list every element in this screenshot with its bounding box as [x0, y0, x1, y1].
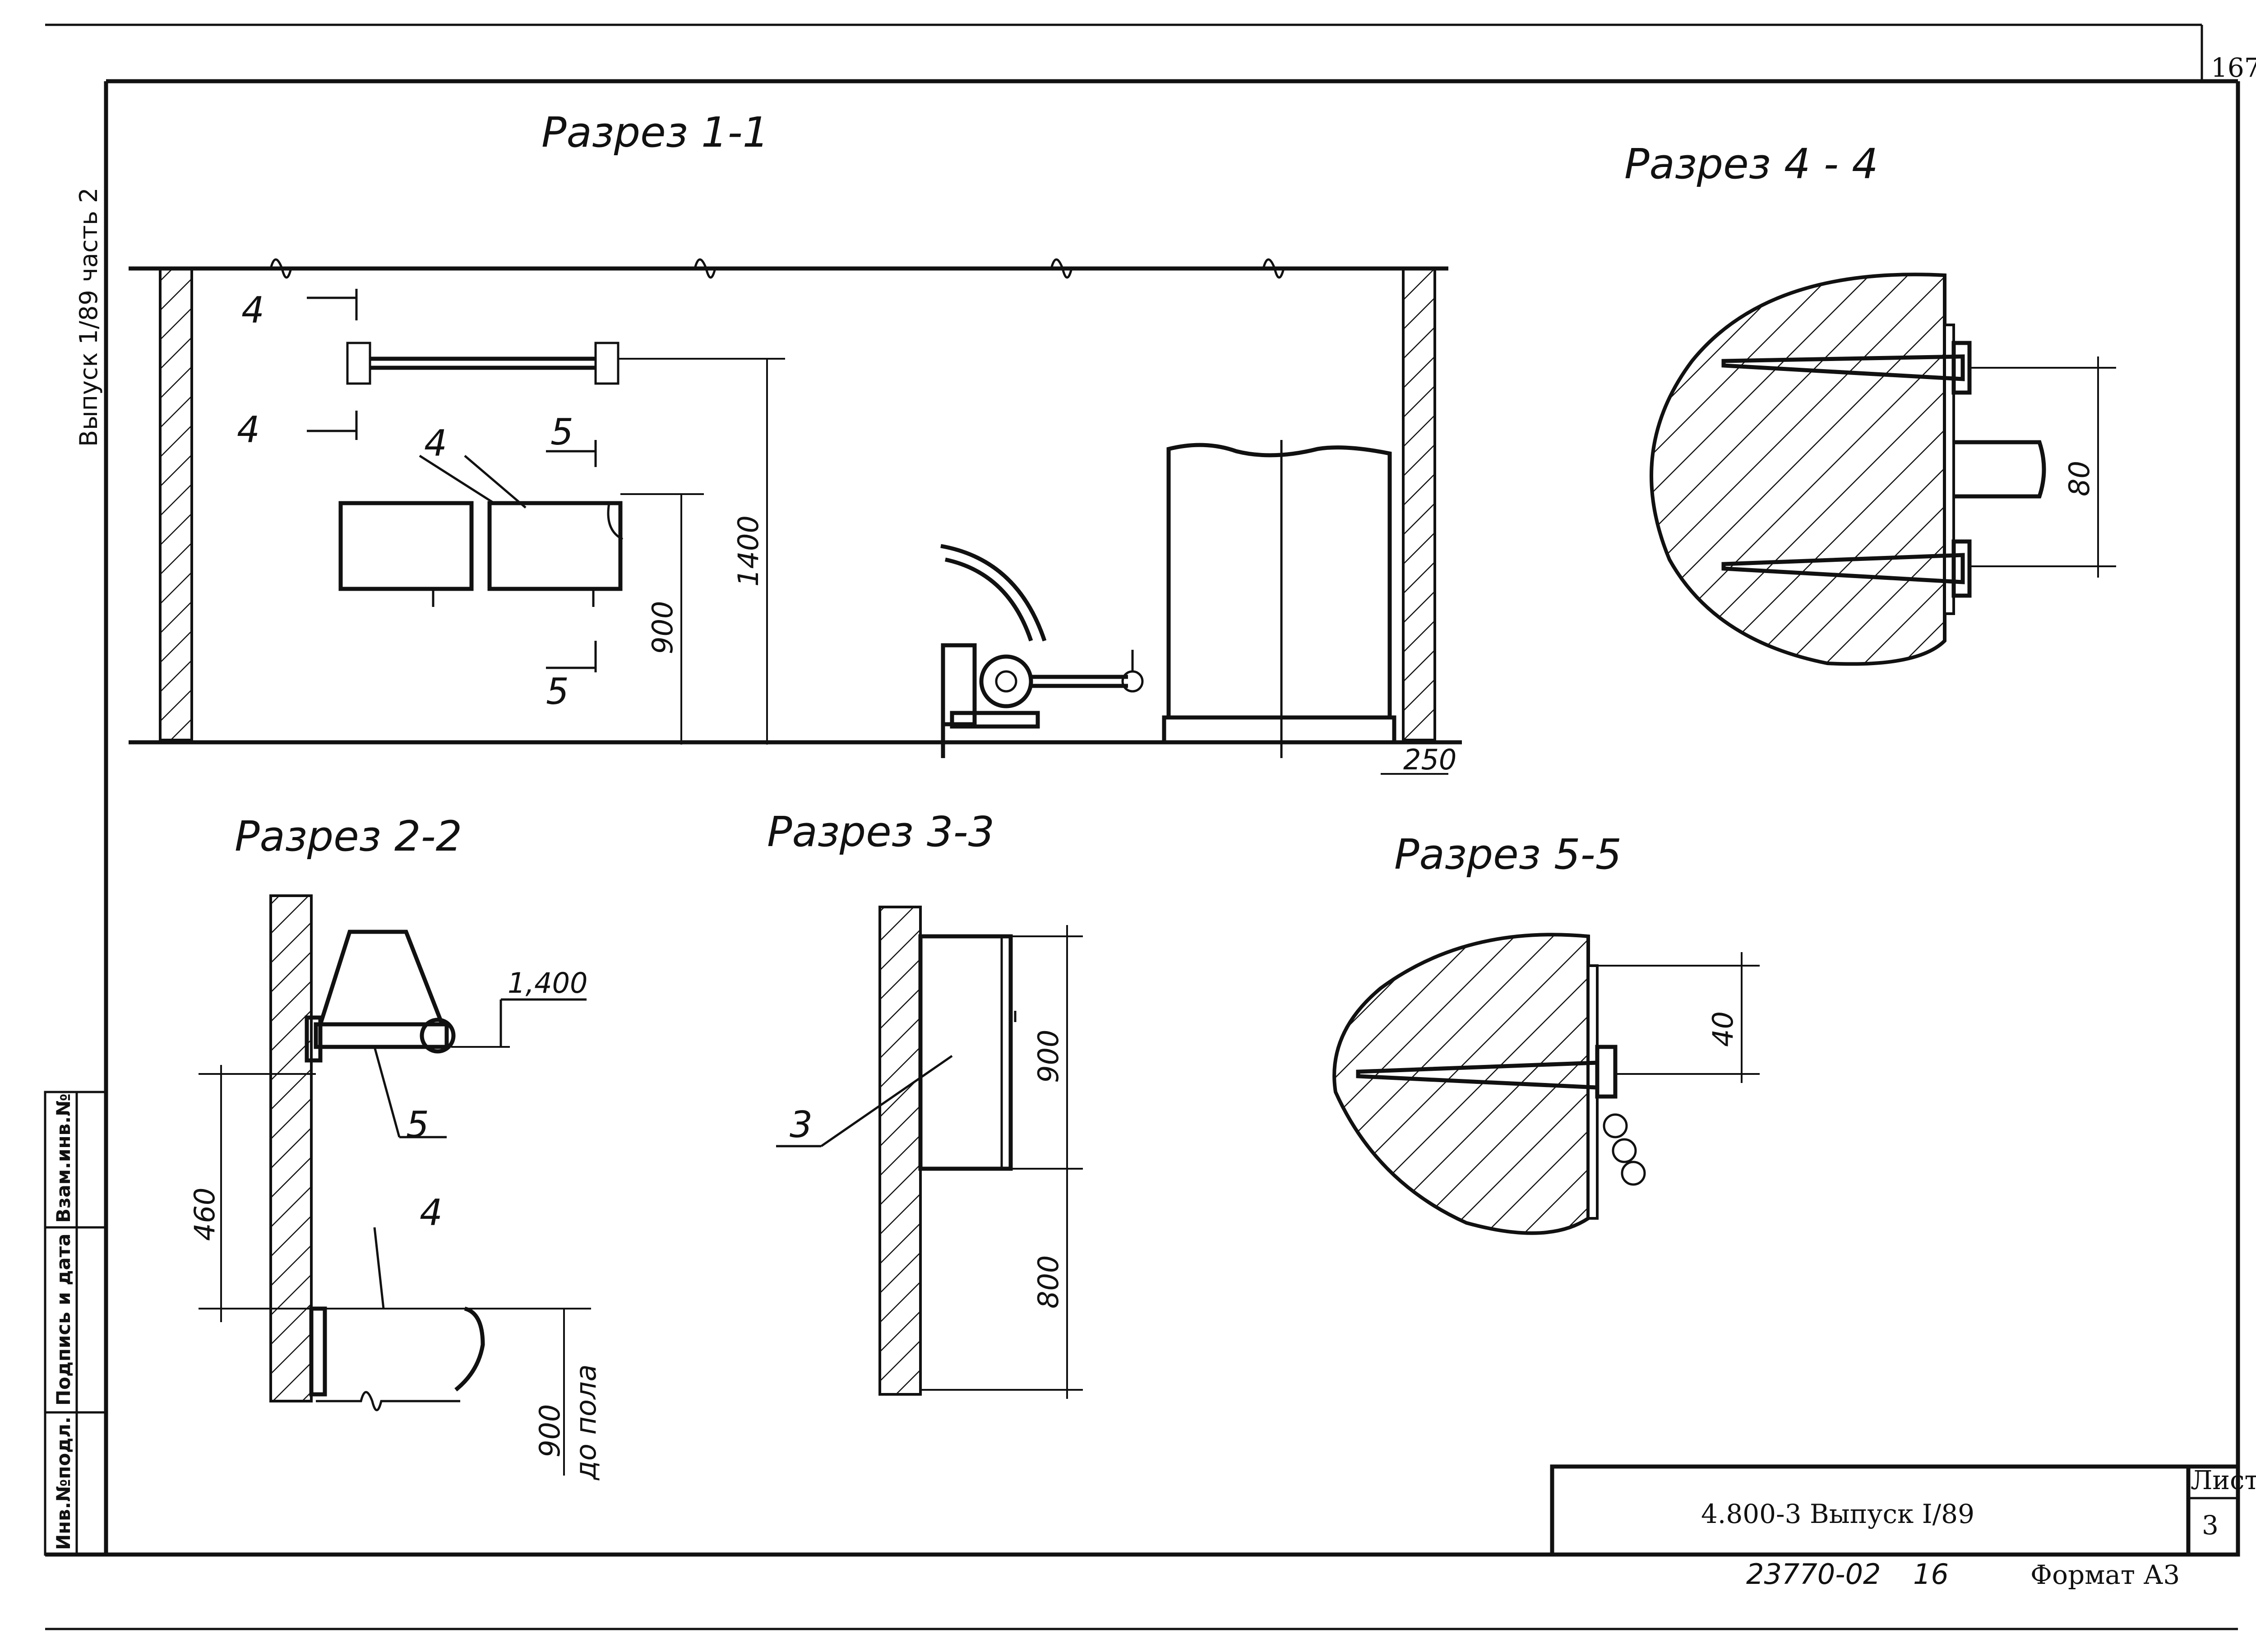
- cut-4-bottom: 4: [237, 409, 260, 451]
- section-4-4-drawing: [1650, 273, 2116, 666]
- sheet-label: Лист: [2191, 1465, 2256, 1495]
- title-block-code: 4.800-3 Выпуск I/89: [1701, 1499, 1974, 1529]
- archive-sheet: 16: [1913, 1558, 1949, 1591]
- sheet-frame: [45, 23, 2240, 1630]
- cut-5-bottom: 5: [546, 671, 569, 713]
- to-floor-label: до пола: [569, 1364, 602, 1481]
- cut-4-top: 4: [241, 289, 264, 331]
- dim-40: 40: [1706, 1011, 1739, 1047]
- section-2-2-title: Разрез 2-2: [235, 812, 462, 861]
- section-1-1-drawing: [129, 258, 1462, 775]
- archive-number: 23770-02: [1746, 1558, 1881, 1591]
- dim-900-33: 900: [1032, 1030, 1065, 1083]
- dim-900-floor: 900: [533, 1404, 566, 1458]
- section-4-4-title: Разрез 4 - 4: [1624, 140, 1878, 188]
- format-label: Формат А3: [2030, 1559, 2180, 1590]
- stamp-box: [44, 1091, 107, 1556]
- section-3-3-drawing: [776, 906, 1083, 1399]
- dim-800: 800: [1032, 1255, 1065, 1309]
- page-number: 167: [2211, 52, 2256, 83]
- section-1-1-title: Разрез 1-1: [541, 108, 769, 157]
- stamp-cell-replace: Взам.инв.№: [52, 1093, 74, 1223]
- dim-460: 460: [188, 1188, 221, 1241]
- side-label: Выпуск 1/89 часть 2: [74, 188, 103, 447]
- section-3-3-title: Разрез 3-3: [767, 808, 994, 856]
- item-5-leader: 5: [406, 1104, 429, 1146]
- dim-80: 80: [2063, 461, 2096, 496]
- cut-5-top: 5: [550, 411, 573, 453]
- item-4-leader-2: 4: [420, 1192, 443, 1234]
- item-4-leader: 4: [424, 422, 447, 464]
- dim-250: 250: [1403, 743, 1456, 776]
- mark-1400: 1,400: [508, 967, 588, 1000]
- section-2-2-drawing: [199, 894, 591, 1476]
- title-block: [1550, 1464, 2240, 1557]
- item-3-leader: 3: [790, 1104, 813, 1146]
- stamp-cell-signature: Подпись и дата: [52, 1234, 74, 1406]
- dim-1400: 1400: [732, 515, 765, 587]
- stamp-cell-inv: Инв.№подл.: [52, 1416, 74, 1550]
- dim-900: 900: [646, 601, 679, 654]
- sheet-number: 3: [2202, 1510, 2219, 1541]
- section-5-5-title: Разрез 5-5: [1394, 830, 1622, 879]
- section-5-5-drawing: [1332, 933, 1760, 1235]
